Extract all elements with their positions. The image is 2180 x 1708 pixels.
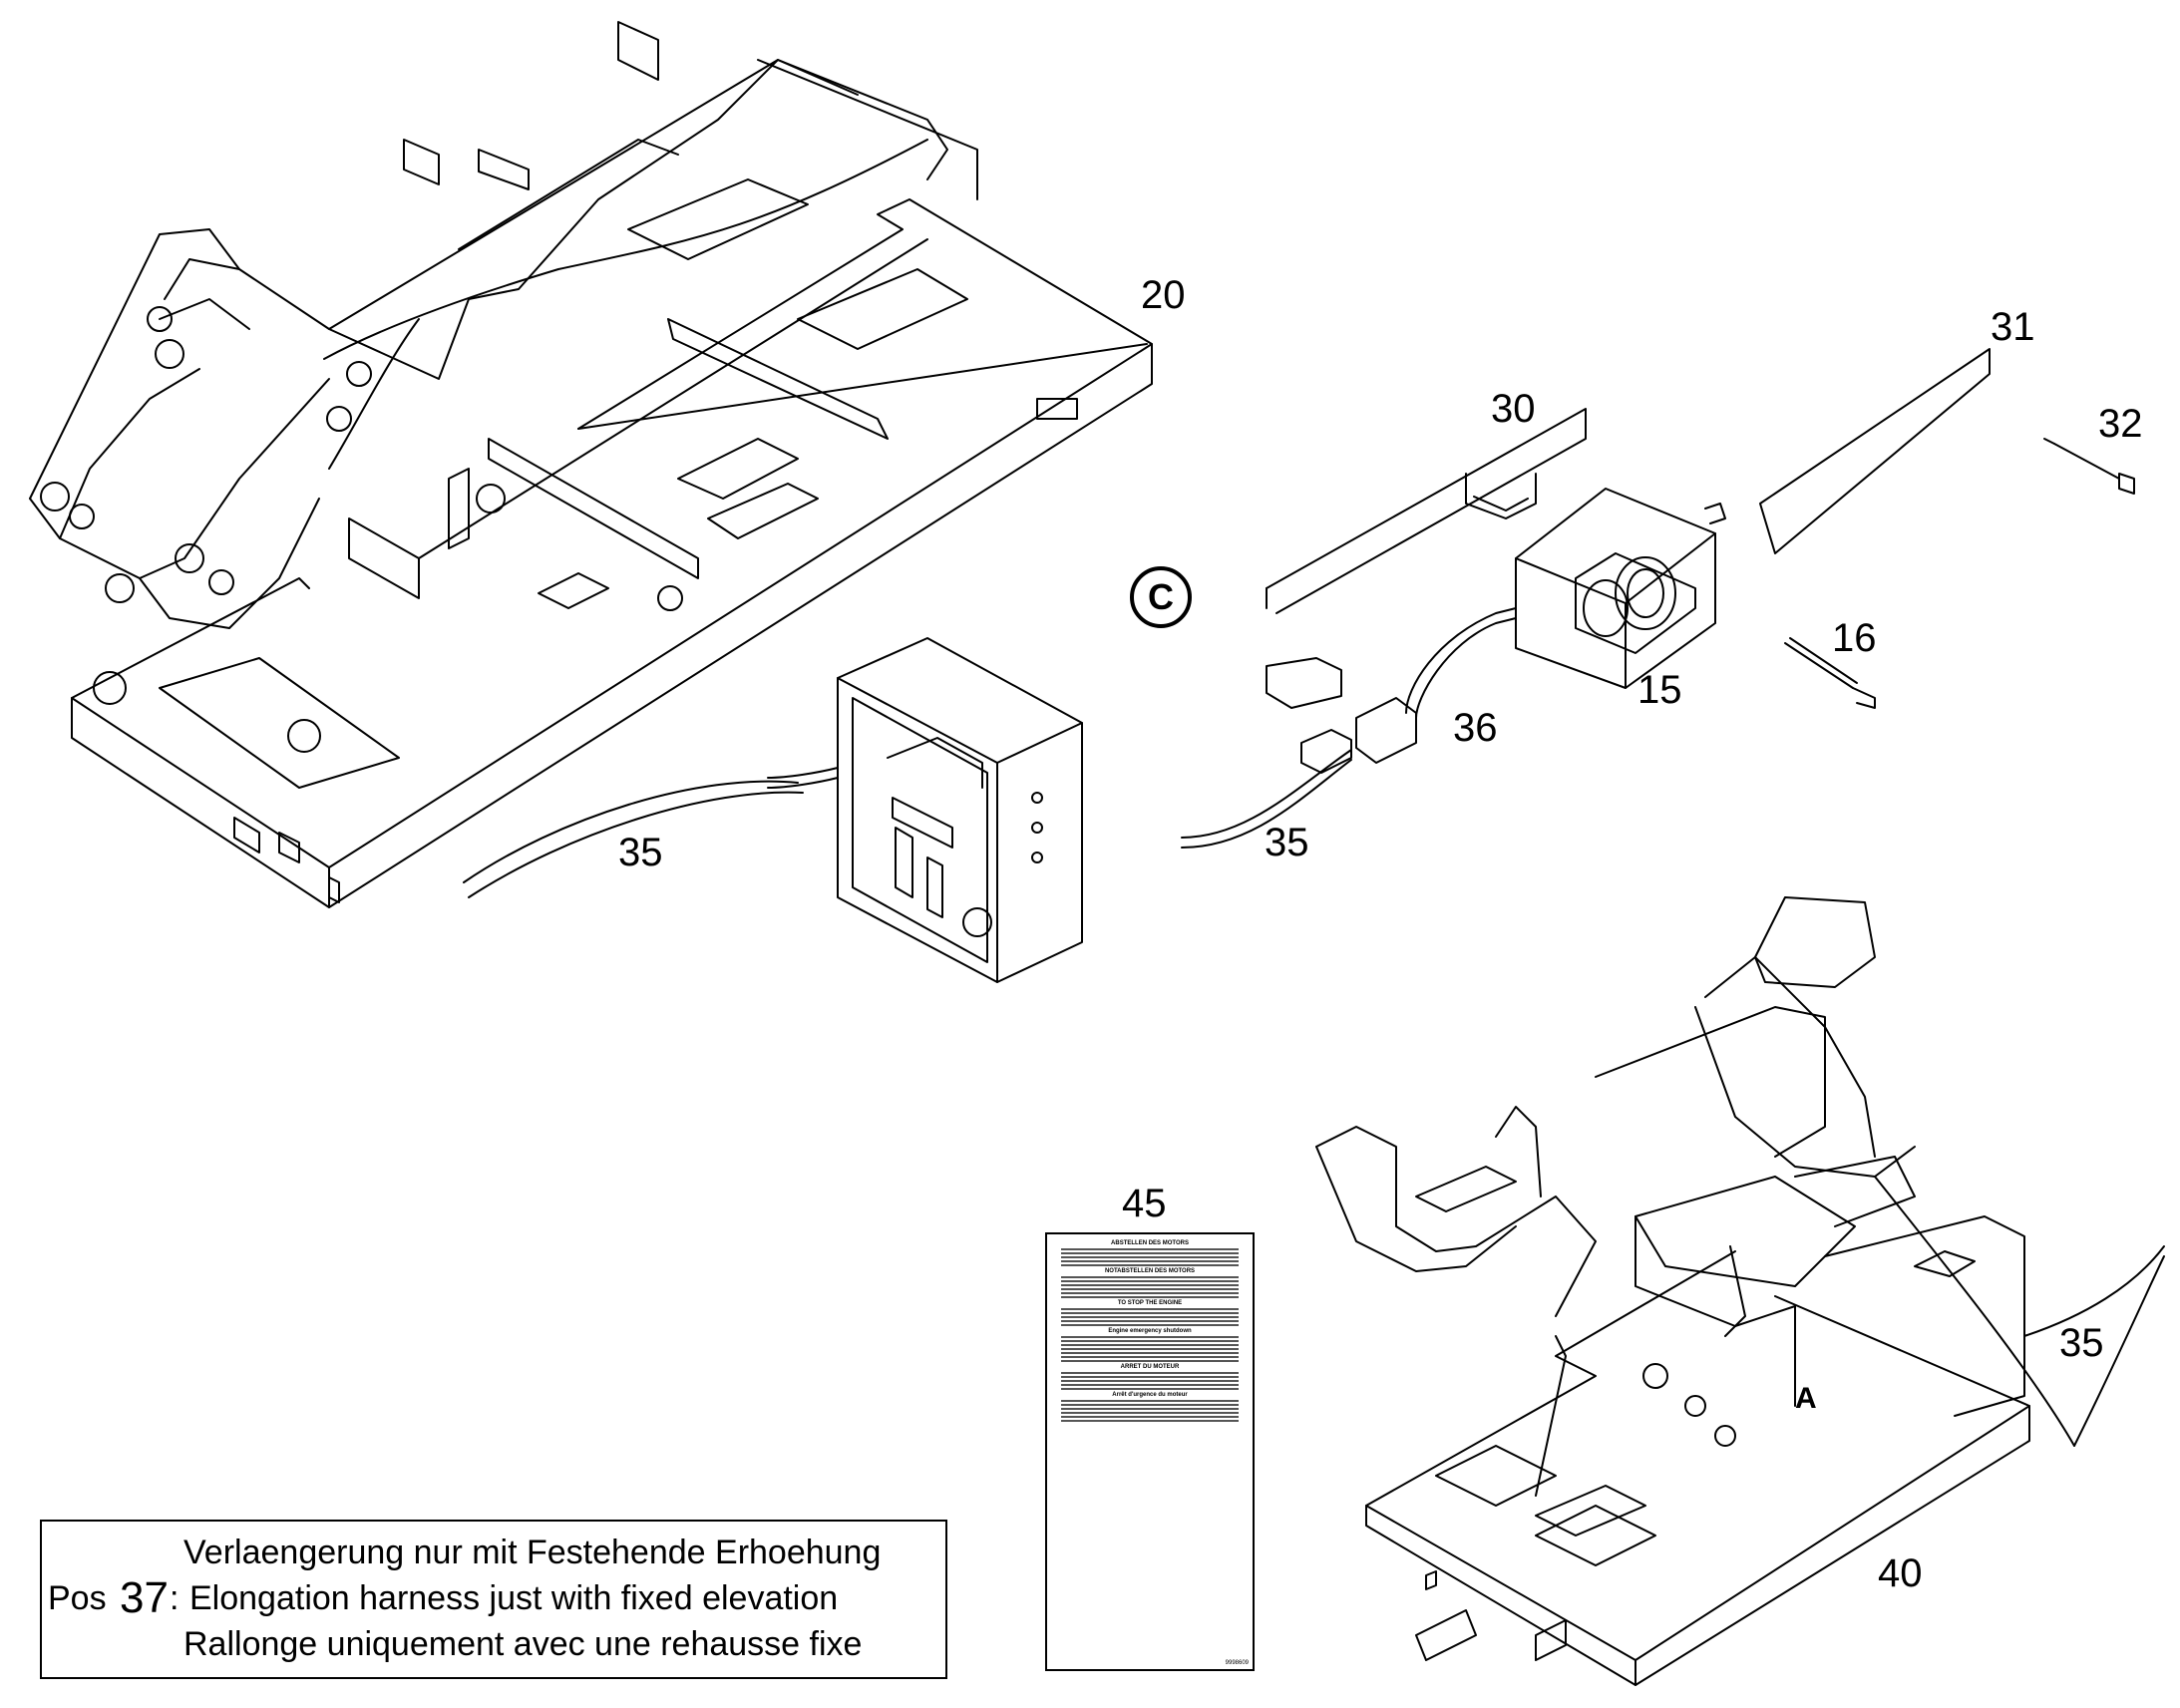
cab-drawing [1316,897,2164,1685]
switch-box-drawing [1406,489,1725,718]
callout-harness-right: 35 [1265,821,1309,864]
decal-heading: ARRET DU MOTEUR [1120,1364,1180,1370]
callout-screw: 32 [2098,402,2143,446]
view-a-marker: A [1795,1382,1817,1415]
note-position-number: 37 [120,1573,169,1622]
decal-heading: TO STOP THE ENGINE [1117,1300,1183,1306]
decal-heading: Engine emergency shutdown [1108,1328,1192,1334]
note-separator: : [170,1579,180,1617]
note-prefix: Pos [48,1579,107,1617]
hardware-drawing [1760,349,2134,708]
engine-stop-decal: ABSTELLEN DES MOTORS NOTABSTELLEN DES MO… [1045,1232,1255,1671]
callout-switch-box: 15 [1637,668,1682,712]
note-line-english: Elongation harness just with fixed eleva… [189,1579,839,1617]
note-box: Pos 37 : Verlaengerung nur mit Festehend… [40,1520,947,1679]
note-line-french: Rallonge uniquement avec une rehausse fi… [183,1625,863,1663]
note-line-german: Verlaengerung nur mit Festehende Erhoehu… [183,1534,882,1571]
decal-heading: Arrêt d'urgence du moteur [1112,1392,1188,1398]
callout-harness-seat: 35 [2059,1321,2104,1365]
decal-heading: ABSTELLEN DES MOTORS [1111,1240,1189,1246]
left-harness-drawing [464,782,803,897]
callout-frame: 20 [1141,273,1186,317]
callout-rail: 30 [1491,387,1536,431]
rail-drawing [1267,409,1586,613]
connector-drawing [1182,658,1416,848]
callout-decal-plate: 31 [1991,305,2035,349]
electrical-box-drawing [768,638,1082,982]
callout-cab: 40 [1878,1551,1923,1595]
decal-heading: NOTABSTELLEN DES MOTORS [1104,1268,1196,1274]
callout-decal: 45 [1122,1182,1167,1225]
callout-bolt: 16 [1832,616,1877,660]
callout-harness-left: 35 [618,831,663,874]
frame-drawing [30,22,1152,907]
callout-connector: 36 [1453,706,1498,750]
decal-code: 9998609 [1225,1660,1249,1666]
view-c-marker: C [1130,566,1192,628]
